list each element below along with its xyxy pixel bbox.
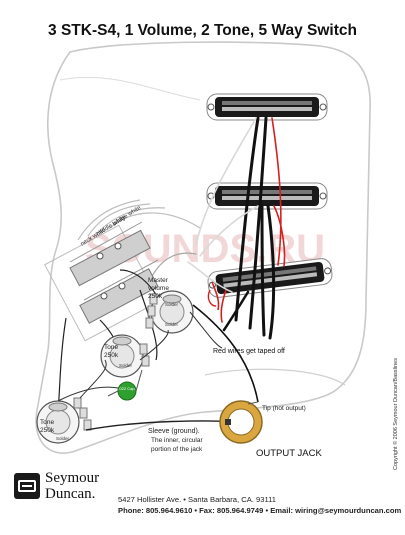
- master-volume-solder-1: Solder: [165, 302, 179, 307]
- red-wires-note: Red wires get taped off: [213, 348, 285, 355]
- five-way-switch: [44, 221, 160, 342]
- brand-line-1: Seymour: [45, 470, 100, 486]
- master-volume-label-1: Master: [148, 277, 169, 284]
- output-jack: [219, 400, 263, 444]
- master-volume-pot: [145, 290, 194, 334]
- company-address: 5427 Hollister Ave. • Santa Barbara, CA.…: [118, 495, 277, 504]
- diagram-title: 3 STK-S4, 1 Volume, 2 Tone, 5 Way Switch: [48, 22, 357, 39]
- tone-pot-1: [100, 334, 150, 378]
- master-volume-solder-2: Solder: [165, 322, 179, 327]
- jack-sleeve-label-2: The inner, circular: [151, 437, 203, 444]
- jack-cavity-outline: [204, 368, 346, 386]
- pickup-neck: [206, 93, 328, 121]
- tone-1-label-2: 250k: [104, 352, 119, 359]
- pickup-wires: [149, 116, 286, 340]
- jack-sleeve-label-1: Sleeve (ground).: [148, 428, 200, 435]
- brand-name: Seymour Duncan.: [45, 470, 135, 502]
- brand-line-2: Duncan.: [45, 486, 96, 502]
- copyright-note: Copyright © 2006 Seymour Duncan/Bassline…: [393, 358, 399, 470]
- tone-2-label-1: Tone: [40, 419, 54, 426]
- pickup-middle: [206, 182, 328, 210]
- company-contact: Phone: 805.964.9610 • Fax: 805.964.9749 …: [118, 506, 402, 515]
- master-volume-label-2: volume: [148, 285, 169, 292]
- master-volume-label-3: 250k: [148, 293, 163, 300]
- tone-1-label-1: Tone: [104, 344, 118, 351]
- tone-2-label-2: 250k: [40, 427, 55, 434]
- tone-1-solder: Solder: [119, 363, 133, 368]
- output-jack-label: OUTPUT JACK: [256, 448, 322, 459]
- pickguard-outline: [35, 41, 371, 454]
- jack-tip-label: Tip (hot output): [262, 405, 306, 412]
- tone-pot-2: [36, 397, 92, 444]
- tone-2-solder: Solder: [56, 436, 70, 441]
- jack-sleeve-label-3: portion of the jack: [151, 446, 203, 453]
- pickguard-inner-curve: [59, 76, 201, 101]
- capacitor-label-1: .022 Cap.: [118, 386, 135, 391]
- seymour-duncan-logo-icon: [14, 473, 40, 499]
- capacitor: [107, 369, 143, 401]
